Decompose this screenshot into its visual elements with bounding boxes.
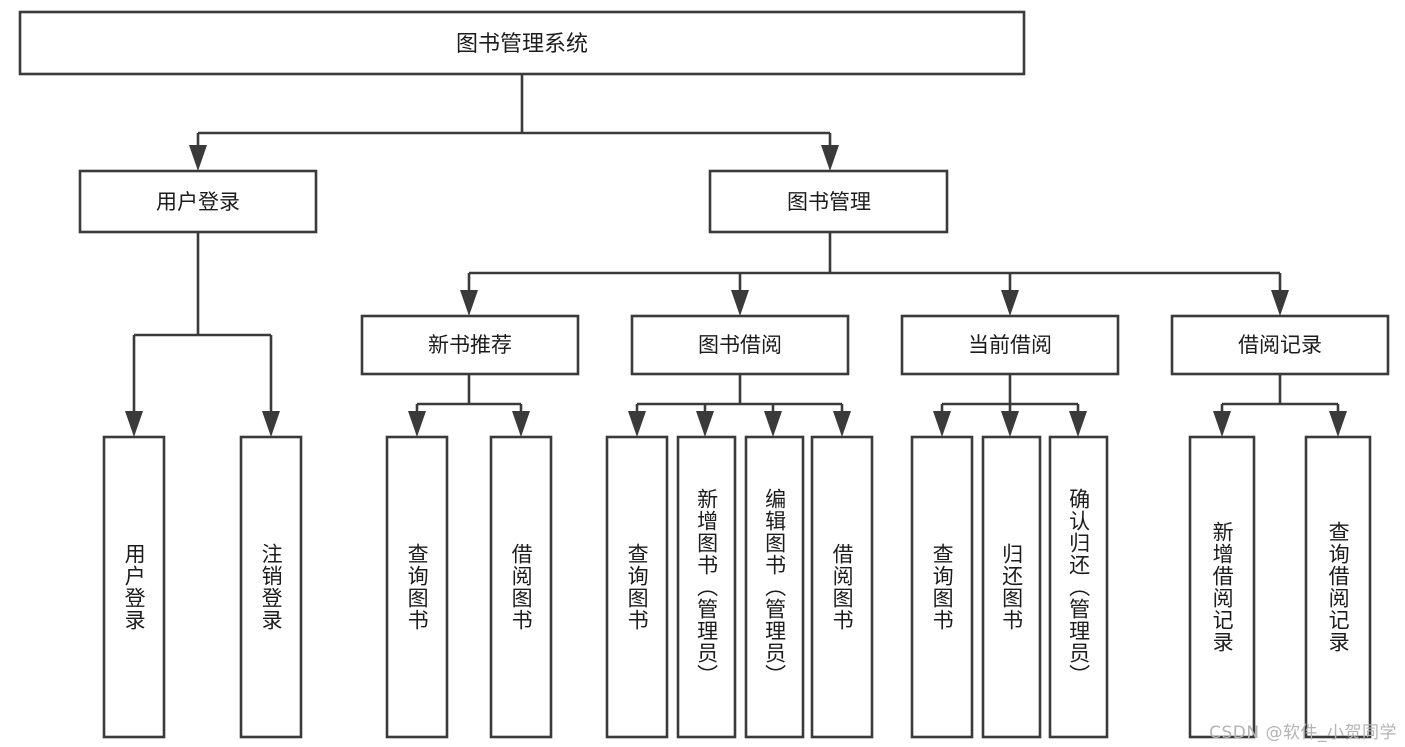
connector-group-book-borrow: [628, 374, 851, 437]
node-root[interactable]: 图书管理系统: [18, 10, 1026, 76]
arrowhead-leaf-query-record: [1329, 411, 1347, 437]
node-user-login[interactable]: 用户登录: [78, 169, 318, 234]
node-current-borrow-box[interactable]: [900, 314, 1120, 376]
arrowhead-new-book-recommend: [460, 290, 478, 316]
arrowhead-current-borrow: [1001, 290, 1019, 316]
leaf-box-add-book[interactable]: [676, 435, 737, 739]
leaf-box-user-login[interactable]: [102, 435, 166, 739]
leaf-box-query-record[interactable]: [1304, 435, 1372, 739]
arrowhead-leaf-return-book: [1001, 411, 1019, 437]
connector-group-new-book-recommend: [408, 374, 530, 437]
arrowhead-borrow-record: [1271, 290, 1289, 316]
node-current-borrow[interactable]: 当前借阅: [900, 314, 1120, 376]
arrowhead-user-login: [189, 145, 207, 171]
node-new-book-recommend[interactable]: 新书推荐: [360, 314, 580, 376]
node-borrow-record[interactable]: 借阅记录: [1170, 314, 1390, 376]
arrowhead-leaf-user-login: [125, 411, 143, 437]
arrowhead-leaf-query-book-3: [933, 411, 951, 437]
node-borrow-record-label: 借阅记录: [1238, 333, 1322, 357]
leaf-box-user-logout[interactable]: [239, 435, 303, 739]
node-current-borrow-label: 当前借阅: [968, 333, 1052, 357]
node-borrow-record-box[interactable]: [1170, 314, 1390, 376]
connector-group-borrow-record: [1213, 374, 1347, 437]
node-book-management-label: 图书管理: [787, 190, 871, 214]
arrowhead-leaf-edit-book: [764, 411, 782, 437]
node-root-box[interactable]: [18, 10, 1026, 76]
arrowhead-leaf-query-book-1: [408, 411, 426, 437]
node-user-login-label: 用户登录: [156, 190, 240, 214]
leaf-box-confirm-return[interactable]: [1048, 435, 1109, 739]
arrowhead-leaf-add-book: [696, 411, 714, 437]
connector-group-current-borrow: [933, 374, 1087, 437]
node-new-book-recommend-label: 新书推荐: [428, 333, 512, 357]
node-user-login-box[interactable]: [78, 169, 318, 234]
arrowhead-leaf-borrow-book-1: [512, 411, 530, 437]
node-book-borrow-label: 图书借阅: [698, 333, 782, 357]
node-book-borrow-box[interactable]: [630, 314, 850, 376]
arrowhead-leaf-add-record: [1213, 411, 1231, 437]
leaf-box-query-book-2[interactable]: [605, 435, 669, 739]
leaf-box-add-record[interactable]: [1188, 435, 1256, 739]
leaf-box-return-book[interactable]: [981, 435, 1042, 739]
arrowhead-book-management: [821, 145, 839, 171]
node-root-label: 图书管理系统: [456, 32, 588, 57]
connector-group-book-management: [460, 232, 1289, 316]
arrowhead-leaf-query-book-2: [628, 411, 646, 437]
arrowhead-leaf-confirm-return: [1069, 411, 1087, 437]
csdn-watermark: CSDN @软件_小贺同学: [1209, 723, 1397, 743]
connector-group-user-login: [125, 232, 280, 437]
leaf-box-edit-book[interactable]: [744, 435, 805, 739]
node-book-management-box[interactable]: [708, 169, 949, 234]
connector-group-root: [189, 74, 839, 171]
node-book-borrow[interactable]: 图书借阅: [630, 314, 850, 376]
node-book-management[interactable]: 图书管理: [708, 169, 949, 234]
leaf-box-borrow-book-1[interactable]: [489, 435, 553, 739]
leaf-box-query-book-3[interactable]: [910, 435, 974, 739]
leaf-box-query-book-1[interactable]: [385, 435, 449, 739]
leaf-box-borrow-book-2[interactable]: [810, 435, 874, 739]
node-new-book-recommend-box[interactable]: [360, 314, 580, 376]
arrowhead-book-borrow: [731, 290, 749, 316]
arrowhead-leaf-borrow-book-2: [833, 411, 851, 437]
arrowhead-leaf-user-logout: [262, 411, 280, 437]
